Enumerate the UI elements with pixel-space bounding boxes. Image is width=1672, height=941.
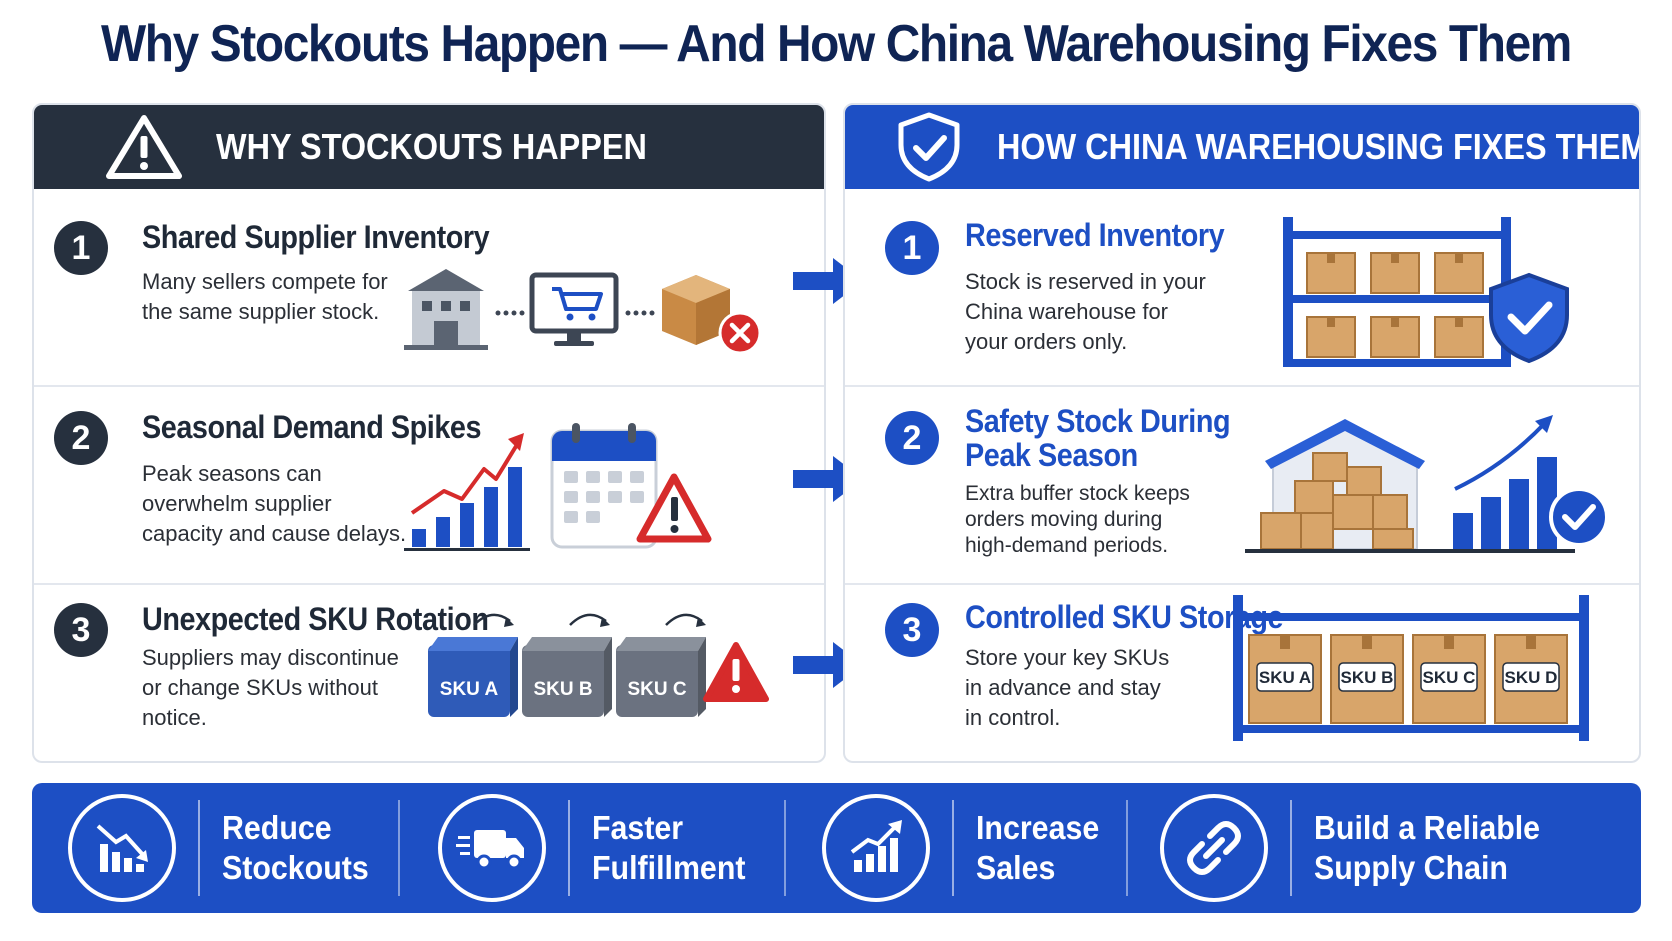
causes-panel: WHY STOCKOUTS HAPPEN 1 Shared Supplier I… (32, 103, 826, 763)
benefits-bar: Reduce Stockouts Faster Fulfillment Incr… (32, 783, 1641, 913)
solutions-header: HOW CHINA WAREHOUSING FIXES THEM (845, 105, 1639, 189)
benefit-reliable-supply-chain: Build a Reliable Supply Chain (1160, 783, 1560, 913)
item-description: Suppliers may discontinue or change SKUs… (142, 645, 399, 730)
building-icon (404, 269, 488, 350)
item-title-line-1: Safety Stock During (965, 403, 1231, 439)
demand-spike-illustration (404, 423, 712, 551)
item-description: Many sellers compete for the same suppli… (142, 269, 388, 324)
warning-triangle-icon (106, 115, 182, 179)
check-circle-icon (1549, 487, 1609, 547)
rising-bar-chart-icon (1445, 415, 1575, 553)
benefit-faster-fulfillment: Faster Fulfillment (438, 783, 759, 913)
box-error-icon (662, 275, 762, 355)
item-description: Stock is reserved in your China warehous… (965, 269, 1206, 354)
rising-bar-chart-icon (404, 433, 530, 551)
warning-icon (636, 473, 712, 543)
benefit-label: Reduce Stockouts (222, 809, 369, 886)
benefit-increase-sales: Increase Sales (822, 783, 1110, 913)
sku-label: SKU A (440, 679, 499, 700)
declining-chart-icon (68, 794, 176, 902)
causes-header-text: WHY STOCKOUTS HAPPEN (216, 126, 647, 167)
solutions-header-text: HOW CHINA WAREHOUSING FIXES THEM (997, 126, 1641, 167)
sku-label: SKU B (533, 679, 592, 700)
solutions-panel: HOW CHINA WAREHOUSING FIXES THEM 1 Reser… (843, 103, 1641, 763)
cause-item-3: 3 Unexpected SKU Rotation Suppliers may … (34, 583, 824, 761)
shield-check-icon (898, 112, 960, 182)
benefit-reduce-stockouts: Reduce Stockouts (68, 783, 382, 913)
supplier-flow-illustration (404, 269, 762, 355)
item-title: Controlled SKU Storage (965, 599, 1284, 635)
calendar-icon (550, 423, 658, 549)
cause-item-1: 1 Shared Supplier Inventory Many sellers… (34, 189, 824, 385)
cause-item-2: 2 Seasonal Demand Spikes Peak seasons ca… (34, 385, 824, 583)
sku-label: SKU D (1505, 668, 1558, 687)
sku-label: SKU B (1341, 668, 1394, 687)
step-number: 2 (54, 411, 108, 465)
growth-chart-icon (822, 794, 930, 902)
sku-label: SKU C (1423, 668, 1476, 687)
shield-check-icon (1489, 272, 1569, 364)
sku-box-icon: SKU A (428, 637, 518, 717)
step-number: 1 (54, 221, 108, 275)
delivery-truck-icon (438, 794, 546, 902)
item-title: Shared Supplier Inventory (142, 219, 490, 255)
item-title: Seasonal Demand Spikes (142, 409, 482, 445)
safety-stock-illustration (1245, 415, 1609, 553)
sku-box-icon: SKU C (616, 637, 706, 717)
sku-rotation-illustration: SKU A SKU B SKU C (428, 613, 769, 717)
item-description: Extra buffer stock keeps orders moving d… (965, 482, 1190, 557)
causes-header: WHY STOCKOUTS HAPPEN (34, 105, 824, 189)
item-description: Store your key SKUs in advance and stay … (965, 645, 1170, 730)
benefit-label: Increase Sales (976, 809, 1100, 886)
solution-item-2: 2 Safety Stock During Peak Season Extra … (845, 385, 1639, 583)
shelf-boxes-icon (1283, 217, 1569, 367)
sku-label: SKU C (627, 679, 686, 700)
step-number: 3 (885, 603, 939, 657)
item-title: Reserved Inventory (965, 217, 1225, 253)
step-number: 2 (885, 411, 939, 465)
step-number: 3 (54, 603, 108, 657)
warning-icon (703, 642, 769, 702)
solution-item-1: 1 Reserved Inventory Stock is reserved i… (845, 189, 1639, 385)
chain-link-icon (1160, 794, 1268, 902)
page-title: Why Stockouts Happen — And How China War… (101, 15, 1572, 73)
warehouse-icon (1245, 419, 1445, 553)
computer-cart-icon (529, 272, 619, 346)
benefit-label: Build a Reliable Supply Chain (1314, 809, 1541, 886)
sku-box-icon: SKU B (522, 637, 612, 717)
solution-item-3: 3 Controlled SKU Storage Store your key … (845, 583, 1639, 761)
item-title-line-2: Peak Season (965, 437, 1138, 473)
item-description: Peak seasons can overwhelm supplier capa… (142, 461, 407, 546)
sku-label: SKU A (1259, 668, 1311, 687)
shelf-sku-icon: SKU A SKU B SKU C SKU D (1233, 595, 1589, 741)
item-title: Unexpected SKU Rotation (142, 601, 489, 637)
benefit-label: Faster Fulfillment (592, 809, 746, 886)
step-number: 1 (885, 221, 939, 275)
